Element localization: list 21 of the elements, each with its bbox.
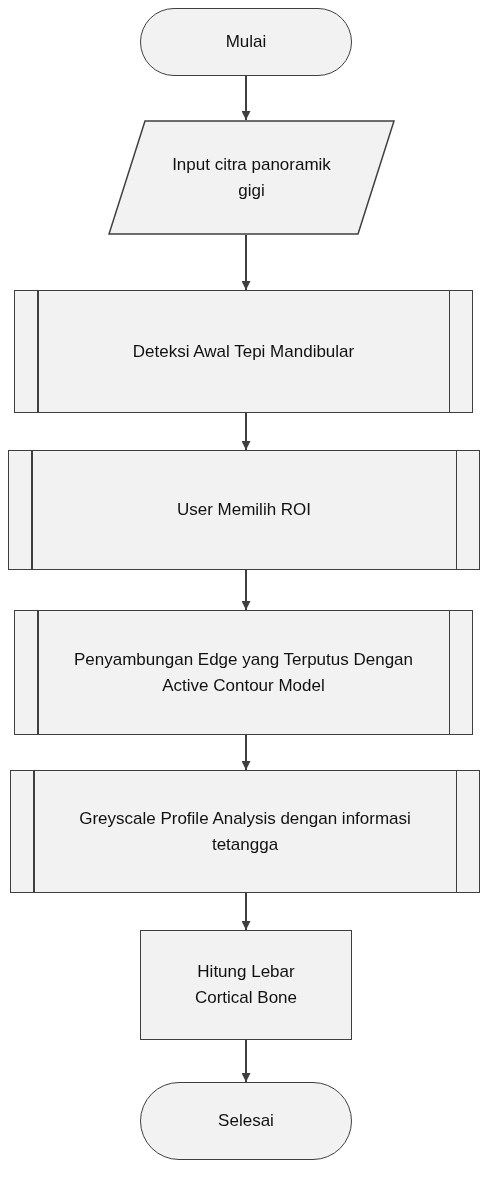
node-label: Greyscale Profile Analysis dengan informasi tetangga [78,807,412,856]
arrow [241,234,251,291]
node-label: Penyambungan Edge yang Terputus Dengan Active Contour Model [73,648,414,697]
subprocess-box [14,290,473,413]
input-parallelogram [108,120,395,235]
subprocess-box [14,610,473,735]
arrow [241,892,251,931]
subprocess-box [8,450,480,570]
arrow [241,75,251,121]
arrow [241,1039,251,1083]
node-label: Selesai [218,1110,274,1132]
node-label: Mulai [225,31,267,53]
node-label: Hitung Lebar Cortical Bone [193,961,299,1009]
arrow [241,734,251,771]
node-label: User Memilih ROI [176,499,312,521]
subprocess-box [10,770,480,893]
arrow [241,412,251,451]
process-box [140,930,352,1040]
node-label: Deteksi Awal Tepi Mandibular [132,340,355,363]
node-label: Input citra panoramik gigi [171,153,332,202]
arrow [241,569,251,611]
